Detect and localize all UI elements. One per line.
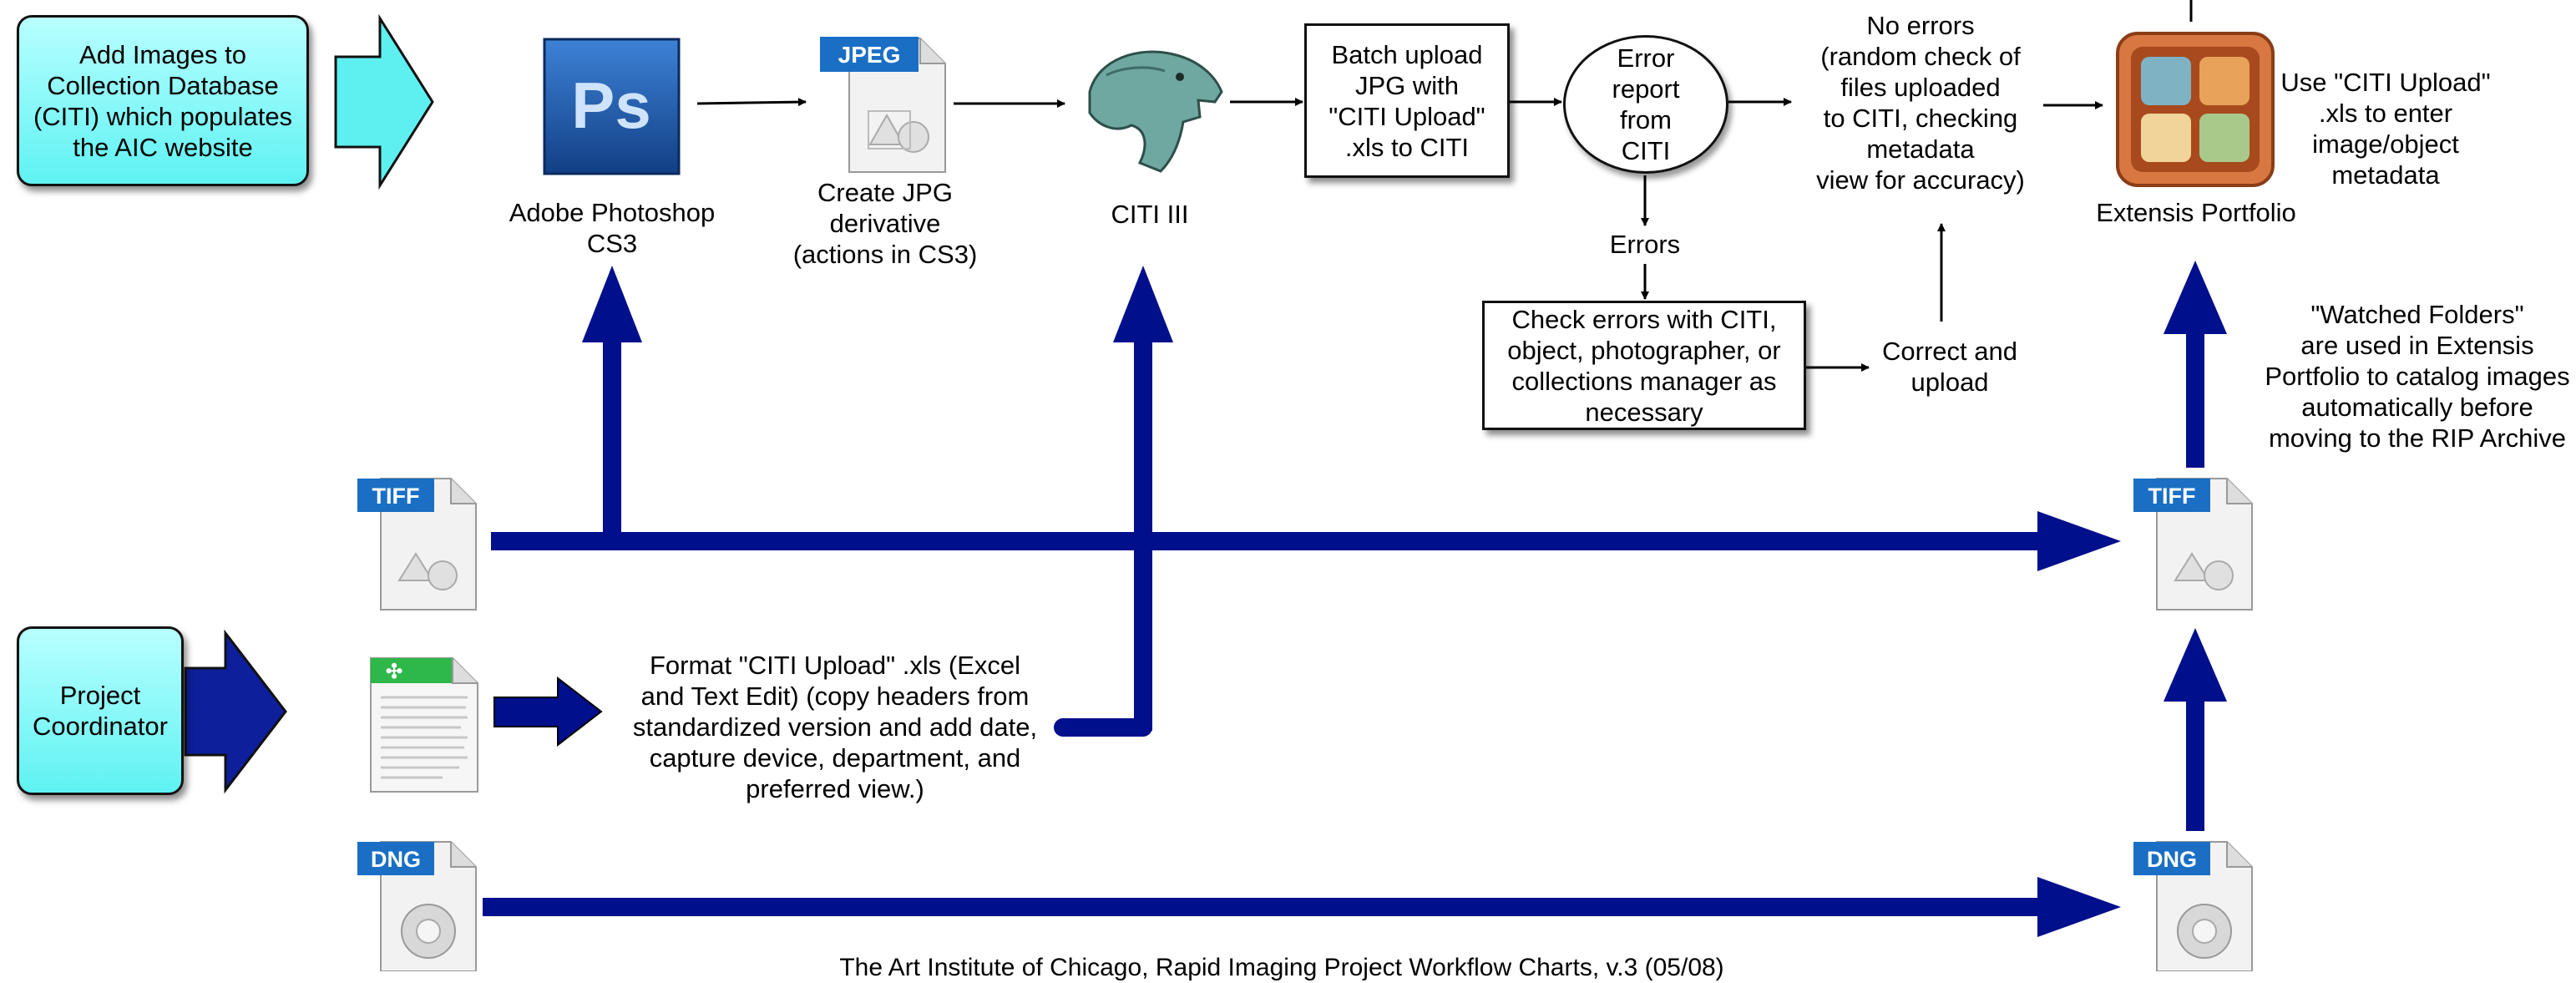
svg-text:✣: ✣ <box>386 661 402 683</box>
flow-arrows <box>483 261 2227 937</box>
errors-label: Errors <box>1609 230 1681 259</box>
tiff-to-extensis-arrow <box>2186 326 2204 468</box>
add-images-text: Add Images to Collection Database (CITI)… <box>33 39 293 162</box>
error-report-text: Error report from CITI <box>1612 43 1680 165</box>
batch-upload-text: Batch upload JPG with "CITI Upload" .xls… <box>1328 39 1485 162</box>
format-citi-label: Format "CITI Upload" .xls (Excel and Tex… <box>632 651 1038 803</box>
footer-caption: The Art Institute of Chicago, Rapid Imag… <box>839 954 1724 981</box>
error-report-ellipse: Error report from CITI <box>1563 35 1728 174</box>
check-errors-box: Check errors with CITI, object, photogra… <box>1482 301 1806 430</box>
tiff-file-icon-left: TIFF <box>357 472 483 614</box>
photoshop-label: Adobe Photoshop CS3 <box>509 198 716 258</box>
dng-tag-right: DNG <box>2147 847 2197 872</box>
dng-tag-left: DNG <box>371 847 421 872</box>
tiff-tag-left: TIFF <box>372 484 420 509</box>
watched-folders-label: "Watched Folders" are used in Extensis P… <box>2265 300 2570 453</box>
arrow-ps-to-jpeg <box>696 98 807 107</box>
dng-file-icon-left: DNG <box>357 835 483 972</box>
project-coordinator-text: Project Coordinator <box>33 681 168 741</box>
correct-upload-label: Correct and upload <box>1882 337 2017 397</box>
dng-file-icon-right: DNG <box>2133 835 2259 972</box>
citi-label: CITI III <box>1111 200 1189 229</box>
citi-mascot-icon <box>1073 42 1227 175</box>
spreadsheet-to-format-arrow <box>493 676 603 747</box>
tiff-file-icon-right: TIFF <box>2133 472 2259 614</box>
coordinator-arrow <box>184 629 287 794</box>
ps-letters: Ps <box>571 68 650 142</box>
dng-to-tiff-arrow <box>2186 693 2204 831</box>
create-jpg-label: Create JPG derivative (actions in CS3) <box>792 178 978 269</box>
no-errors-label: No errors (random check of files uploade… <box>1816 11 2025 195</box>
add-images-arrow <box>334 13 434 190</box>
photoshop-icon: Ps <box>543 38 681 175</box>
tiff-flow-arrow <box>491 532 2046 550</box>
use-citi-label: Use "CITI Upload" .xls to enter image/ob… <box>2280 68 2491 190</box>
tiff-to-photoshop-arrow <box>603 338 621 543</box>
add-images-box: Add Images to Collection Database (CITI)… <box>17 15 309 186</box>
dng-flow-arrow <box>483 898 2046 916</box>
extensis-label: Extensis Portfolio <box>2096 198 2296 227</box>
tiff-tag-right: TIFF <box>2148 484 2196 509</box>
jpeg-file-icon: JPEG <box>820 32 954 178</box>
extensis-portfolio-icon <box>2114 30 2277 189</box>
batch-upload-box: Batch upload JPG with "CITI Upload" .xls… <box>1304 23 1510 178</box>
format-to-citi-arrow <box>1134 338 1152 731</box>
jpeg-tag: JPEG <box>838 42 901 68</box>
project-coordinator-box: Project Coordinator <box>17 626 184 795</box>
spreadsheet-file-icon: ✣ <box>367 651 484 798</box>
check-errors-text: Check errors with CITI, object, photogra… <box>1507 304 1781 427</box>
